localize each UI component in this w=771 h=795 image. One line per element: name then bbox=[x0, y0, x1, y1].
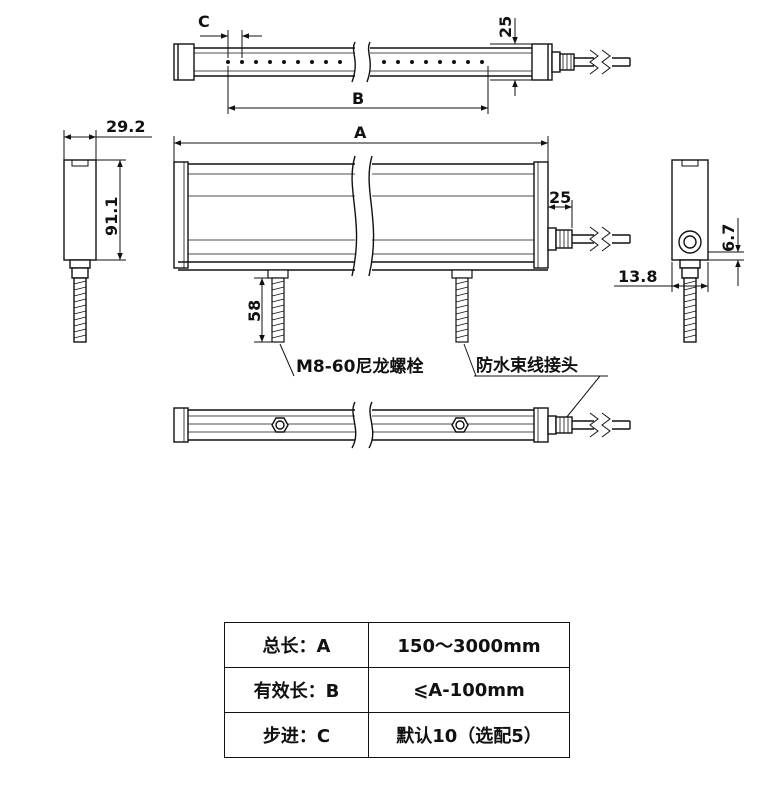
bolt-label: M8-60尼龙螺栓 bbox=[296, 356, 423, 377]
dimension-6-7 bbox=[708, 218, 744, 286]
dim-25-side-label: 25 bbox=[549, 188, 571, 207]
left-end-view bbox=[63, 159, 97, 343]
table-row: 步进：C 默认10（选配5） bbox=[224, 712, 570, 758]
dim-13-8-label: 13.8 bbox=[618, 267, 657, 286]
dimension-b bbox=[227, 66, 489, 114]
spec-value: 默认10（选配5） bbox=[368, 712, 570, 758]
dim-91-1-label: 91.1 bbox=[102, 197, 121, 236]
dimension-13-8 bbox=[614, 262, 709, 292]
dimension-91-1 bbox=[90, 159, 126, 261]
leader-lines bbox=[279, 343, 608, 419]
spec-key: 有效长：B bbox=[224, 667, 369, 713]
dimension-25-side bbox=[547, 200, 573, 228]
dimension-c bbox=[200, 30, 262, 58]
bottom-view bbox=[173, 401, 631, 449]
table-row: 总长：A 150～3000mm bbox=[224, 622, 570, 668]
dim-a-label: A bbox=[354, 123, 367, 142]
connector-label: 防水束线接头 bbox=[476, 355, 578, 376]
dimension-58 bbox=[254, 277, 272, 343]
dimension-25-top bbox=[490, 18, 532, 96]
front-bolts bbox=[267, 269, 473, 343]
dim-25-top-label: 25 bbox=[496, 16, 515, 38]
dim-58-label: 58 bbox=[245, 300, 264, 322]
table-row: 有效长：B ⩽A-100mm bbox=[224, 667, 570, 713]
dim-b-label: B bbox=[352, 89, 364, 108]
top-view bbox=[173, 41, 631, 83]
dim-c-label: C bbox=[198, 12, 210, 31]
spec-key: 步进：C bbox=[224, 712, 369, 758]
spec-table: 总长：A 150～3000mm 有效长：B ⩽A-100mm 步进：C 默认10… bbox=[224, 622, 570, 758]
dimension-a bbox=[173, 136, 549, 162]
spec-key: 总长：A bbox=[224, 622, 369, 668]
technical-drawing: C 25 B 29.2 91.1 bbox=[63, 12, 744, 449]
front-view bbox=[173, 155, 631, 277]
right-end-view bbox=[671, 159, 709, 343]
dim-29-2-label: 29.2 bbox=[106, 117, 145, 136]
dim-6-7-label: 6.7 bbox=[719, 224, 738, 252]
emitter-dots bbox=[226, 60, 484, 64]
spec-value: ⩽A-100mm bbox=[368, 667, 570, 713]
spec-value: 150～3000mm bbox=[368, 622, 570, 668]
dimension-29-2 bbox=[63, 130, 152, 160]
